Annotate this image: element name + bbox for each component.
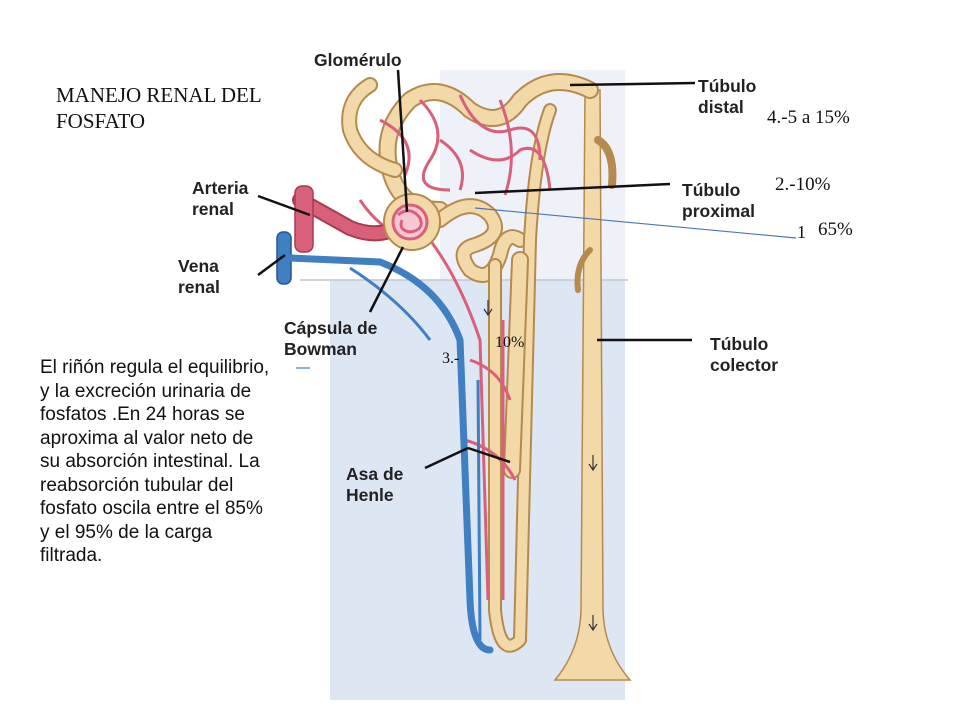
renal-vein — [286, 254, 494, 654]
percent-henle-number: 3.- — [442, 350, 460, 367]
page-title: MANEJO RENAL DEL FOSFATO — [56, 83, 261, 133]
label-capsula-bowman: Cápsula de Bowman — [284, 318, 378, 359]
percent-pointer-line — [474, 207, 797, 239]
renal-artery-stub — [294, 185, 314, 253]
percent-henle: 10% — [495, 334, 525, 351]
arrow-marker — [588, 455, 598, 472]
loop-descending-thick-fill — [505, 253, 527, 477]
collecting-duct-branch-2 — [574, 247, 593, 293]
distal-tubule-left-fill — [343, 79, 401, 176]
leader-lines — [257, 69, 696, 470]
label-arteria-renal: Arteria renal — [192, 178, 249, 219]
arrow-marker-3 — [588, 615, 598, 632]
label-tubulo-distal: Túbulo distal — [698, 76, 757, 117]
proximal-tubule-fill — [434, 200, 526, 281]
label-glomerulo: Glomérulo — [314, 50, 402, 70]
percent-loop-thick: 2.-10% — [775, 174, 831, 195]
vasa-recta-vein-2 — [349, 266, 432, 341]
explanation-text: El riñón regula el equilibrio, y la excr… — [40, 357, 270, 566]
label-tubulo-colector: Túbulo colector — [710, 334, 779, 375]
percent-proximal: 65% — [818, 219, 853, 240]
collecting-duct-branch — [594, 136, 617, 189]
vasa-recta-vein — [476, 379, 482, 641]
glomerulus-loops — [397, 209, 423, 234]
loop-of-henle-fill — [490, 105, 555, 651]
collecting-duct-shape — [553, 89, 632, 681]
label-tubulo-proximal: Túbulo proximal — [682, 180, 755, 221]
label-asa-henle: Asa de Henle — [346, 464, 404, 505]
label-vena-renal: Vena renal — [178, 256, 220, 297]
percent-proximal-number: 1 — [797, 222, 806, 242]
arrow-marker-2 — [483, 300, 493, 317]
percent-distal: 4.-5 a 15% — [767, 107, 850, 128]
